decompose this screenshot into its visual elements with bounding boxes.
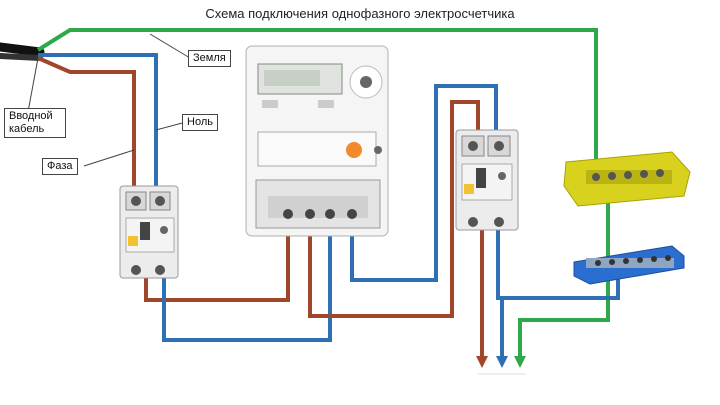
phase-wire-meter-rcd2 xyxy=(308,100,480,318)
electricity-meter xyxy=(245,45,389,237)
phase-wire-rcd1-meter xyxy=(144,220,290,302)
rcd-breaker-1 xyxy=(119,185,179,279)
neutral-wire-input xyxy=(38,53,158,198)
ground-arrow xyxy=(514,356,526,368)
neutral-wire-meter-rcd2 xyxy=(350,84,498,282)
neutral-label: Ноль xyxy=(182,114,218,131)
neutral-bus-bar xyxy=(573,245,685,285)
input-cable xyxy=(0,42,45,61)
ground-label: Земля xyxy=(188,50,231,67)
input-cable-label: Вводной кабель xyxy=(4,108,66,138)
phase-wire-input xyxy=(37,56,136,198)
rcd-breaker-2 xyxy=(455,129,519,231)
phase-pointer xyxy=(83,149,135,167)
phase-arrow xyxy=(476,356,488,368)
neutral-pointer xyxy=(155,121,187,131)
phase-label: Фаза xyxy=(42,158,78,175)
ground-pointer xyxy=(149,33,191,59)
neutral-arrow xyxy=(496,356,508,368)
ground-bus-bar xyxy=(563,151,691,207)
input-cable-pointer xyxy=(27,57,39,113)
neutral-wire-out xyxy=(496,228,620,300)
neutral-wire-rcd1-meter xyxy=(162,220,332,342)
diagram-title: Схема подключения однофазного электросче… xyxy=(205,6,515,21)
